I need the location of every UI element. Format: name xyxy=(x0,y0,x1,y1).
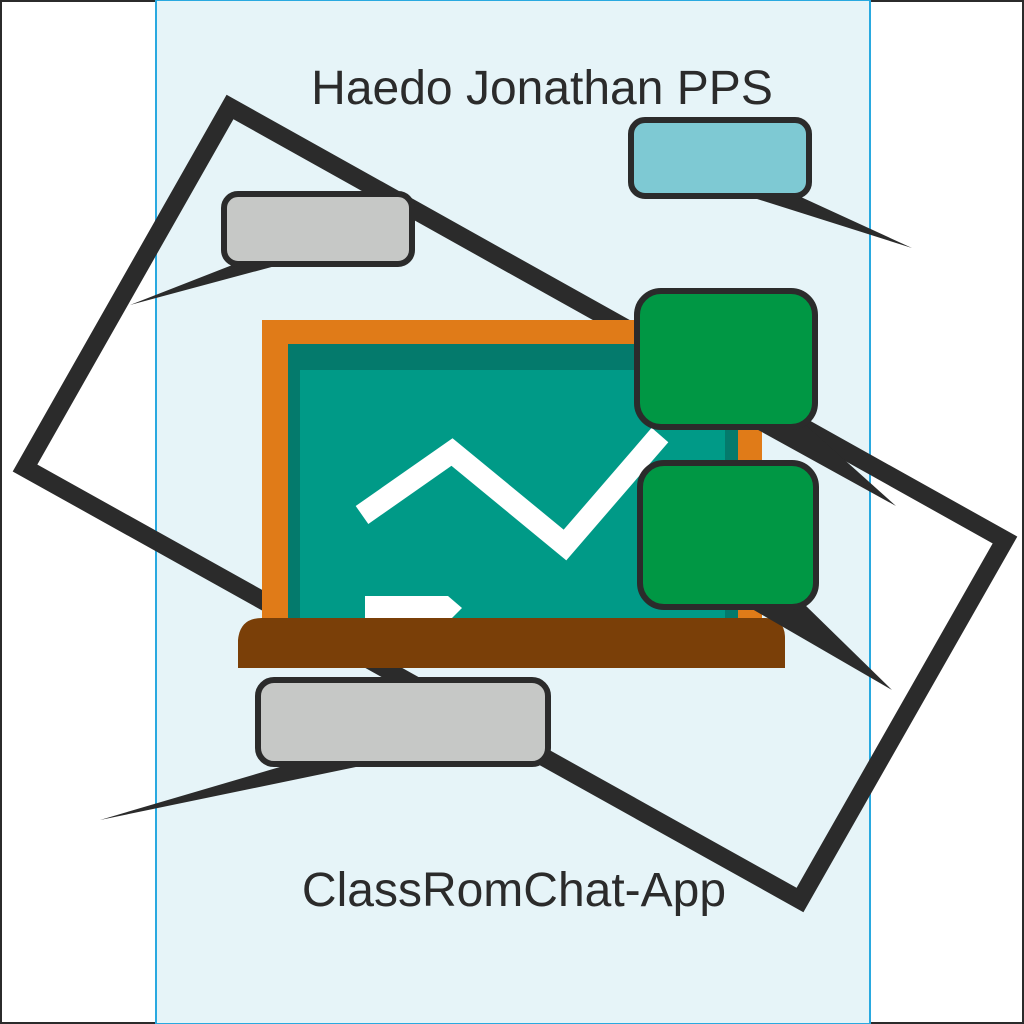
board-tray xyxy=(238,618,785,668)
speech-bubble-icon xyxy=(637,460,892,690)
speech-bubble-icon xyxy=(100,677,551,820)
top-text: Haedo Jonathan PPS xyxy=(311,62,773,115)
chalk-line xyxy=(355,427,669,561)
speech-bubble-icon xyxy=(130,191,415,305)
speech-bubble-icon xyxy=(628,117,912,248)
chalk-piece xyxy=(365,596,462,622)
speech-bubble-icon xyxy=(634,288,896,506)
bottom-text: ClassRomChat-App xyxy=(302,864,726,917)
